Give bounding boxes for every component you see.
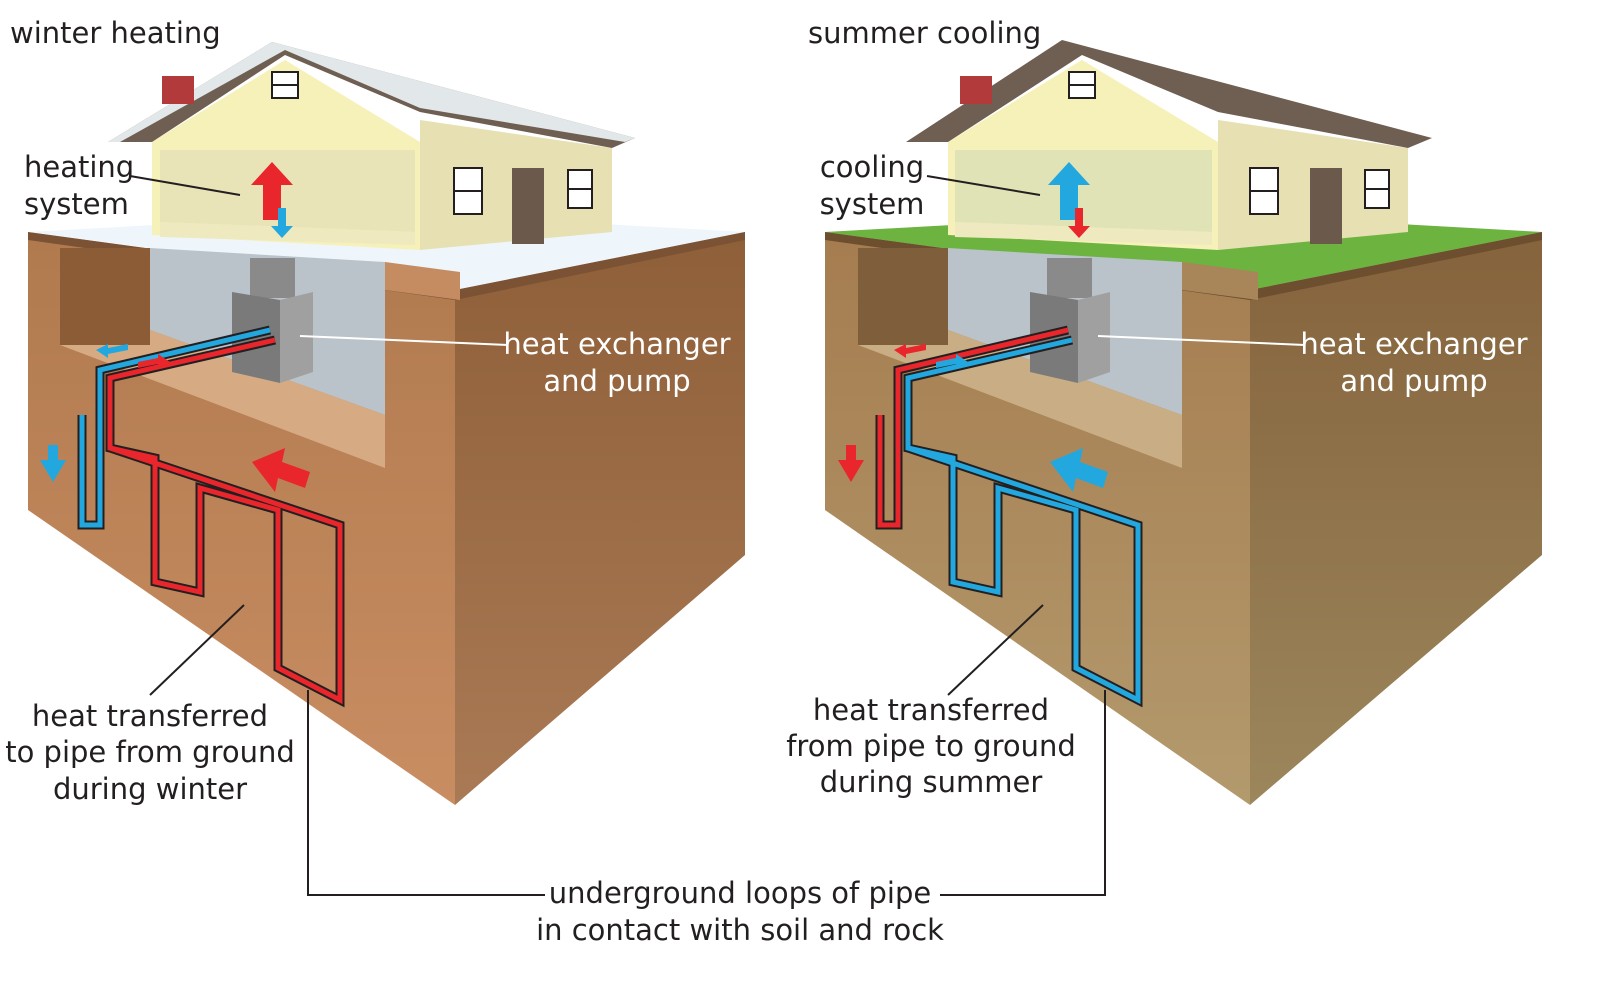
summer-chimney [960, 76, 992, 104]
winter-small-arrow-hot [138, 354, 170, 368]
summer-transfer-leader [947, 604, 1044, 696]
winter-exchanger-label-line2: and pump [543, 364, 690, 398]
cooling-system-label-line1: cooling [820, 150, 924, 184]
winter-door [512, 168, 544, 244]
winter-pipe-return-fill [79, 327, 271, 528]
summer-down-arrow [1068, 208, 1090, 238]
winter-title: winter heating [10, 16, 221, 50]
summer-house-floor [955, 222, 1212, 245]
winter-down-arrow [271, 208, 293, 238]
winter-exchanger-label-line1: heat exchanger [503, 327, 730, 361]
winter-soil-side [455, 232, 745, 805]
summer-flow-arrow-down [838, 445, 864, 482]
summer-small-arrow-hot [894, 344, 926, 358]
summer-transfer-label-line1: heat transferred [813, 693, 1049, 727]
cooling-system-label-line2: system [820, 187, 925, 221]
summer-system-leader [926, 175, 1041, 196]
winter-basement-wall-right [385, 262, 460, 300]
summer-exchanger-leader [1097, 335, 1306, 346]
summer-pipe-loop-fill [905, 337, 1141, 705]
winter-panel: winter heating heating system heat excha… [5, 16, 745, 806]
winter-transfer-label-line3: during winter [53, 772, 247, 806]
summer-soil-side [1250, 232, 1542, 805]
loops-bracket-left [307, 690, 545, 896]
summer-flow-arrow-left [1050, 448, 1108, 492]
winter-flow-arrow-left [252, 448, 310, 492]
winter-small-arrow-cold [96, 344, 128, 358]
winter-up-arrow [251, 162, 293, 220]
summer-title: summer cooling [808, 16, 1041, 50]
winter-basement-left-wall [60, 248, 150, 345]
loops-callout: underground loops of pipe in contact wit… [307, 690, 1106, 947]
winter-house-cutaway [160, 150, 415, 232]
summer-exchanger-label-line1: heat exchanger [1300, 327, 1527, 361]
winter-house-gable [152, 60, 420, 142]
winter-chimney [162, 76, 194, 104]
summer-up-arrow [1048, 162, 1090, 220]
loops-label-line2: in contact with soil and rock [536, 913, 944, 947]
winter-pipe-loop-fill [107, 337, 343, 705]
summer-door [1310, 168, 1342, 244]
summer-house-gable [948, 60, 1218, 142]
summer-exchanger-label-line2: and pump [1340, 364, 1487, 398]
summer-small-arrow-cold [936, 354, 968, 368]
summer-basement-wall-right [1182, 262, 1258, 300]
winter-house-floor [160, 222, 415, 245]
summer-pipe-return-fill [877, 327, 1069, 528]
loops-label-line1: underground loops of pipe [549, 876, 931, 910]
heating-system-label-line1: heating [24, 150, 134, 184]
summer-basement-left-wall [858, 248, 948, 345]
summer-panel: summer cooling cooling system heat excha… [786, 16, 1542, 805]
summer-roof [906, 40, 1432, 148]
winter-transfer-leader [149, 604, 245, 696]
summer-exchanger-column [1047, 258, 1092, 298]
summer-transfer-label-line3: during summer [820, 765, 1043, 799]
summer-exchanger-side [1078, 292, 1110, 383]
heating-system-label-line2: system [24, 187, 129, 221]
loops-bracket-right [940, 690, 1106, 896]
winter-flow-arrow-down [40, 445, 66, 482]
winter-transfer-label-line1: heat transferred [32, 699, 268, 733]
winter-transfer-label-line2: to pipe from ground [5, 735, 295, 769]
summer-transfer-label-line2: from pipe to ground [786, 729, 1076, 763]
winter-exchanger-column [250, 258, 295, 298]
summer-house-cutaway [955, 150, 1212, 232]
winter-exchanger-side [280, 292, 313, 383]
winter-system-leader [129, 175, 241, 196]
winter-roof-snow [108, 42, 635, 142]
winter-exchanger-leader [299, 335, 509, 346]
